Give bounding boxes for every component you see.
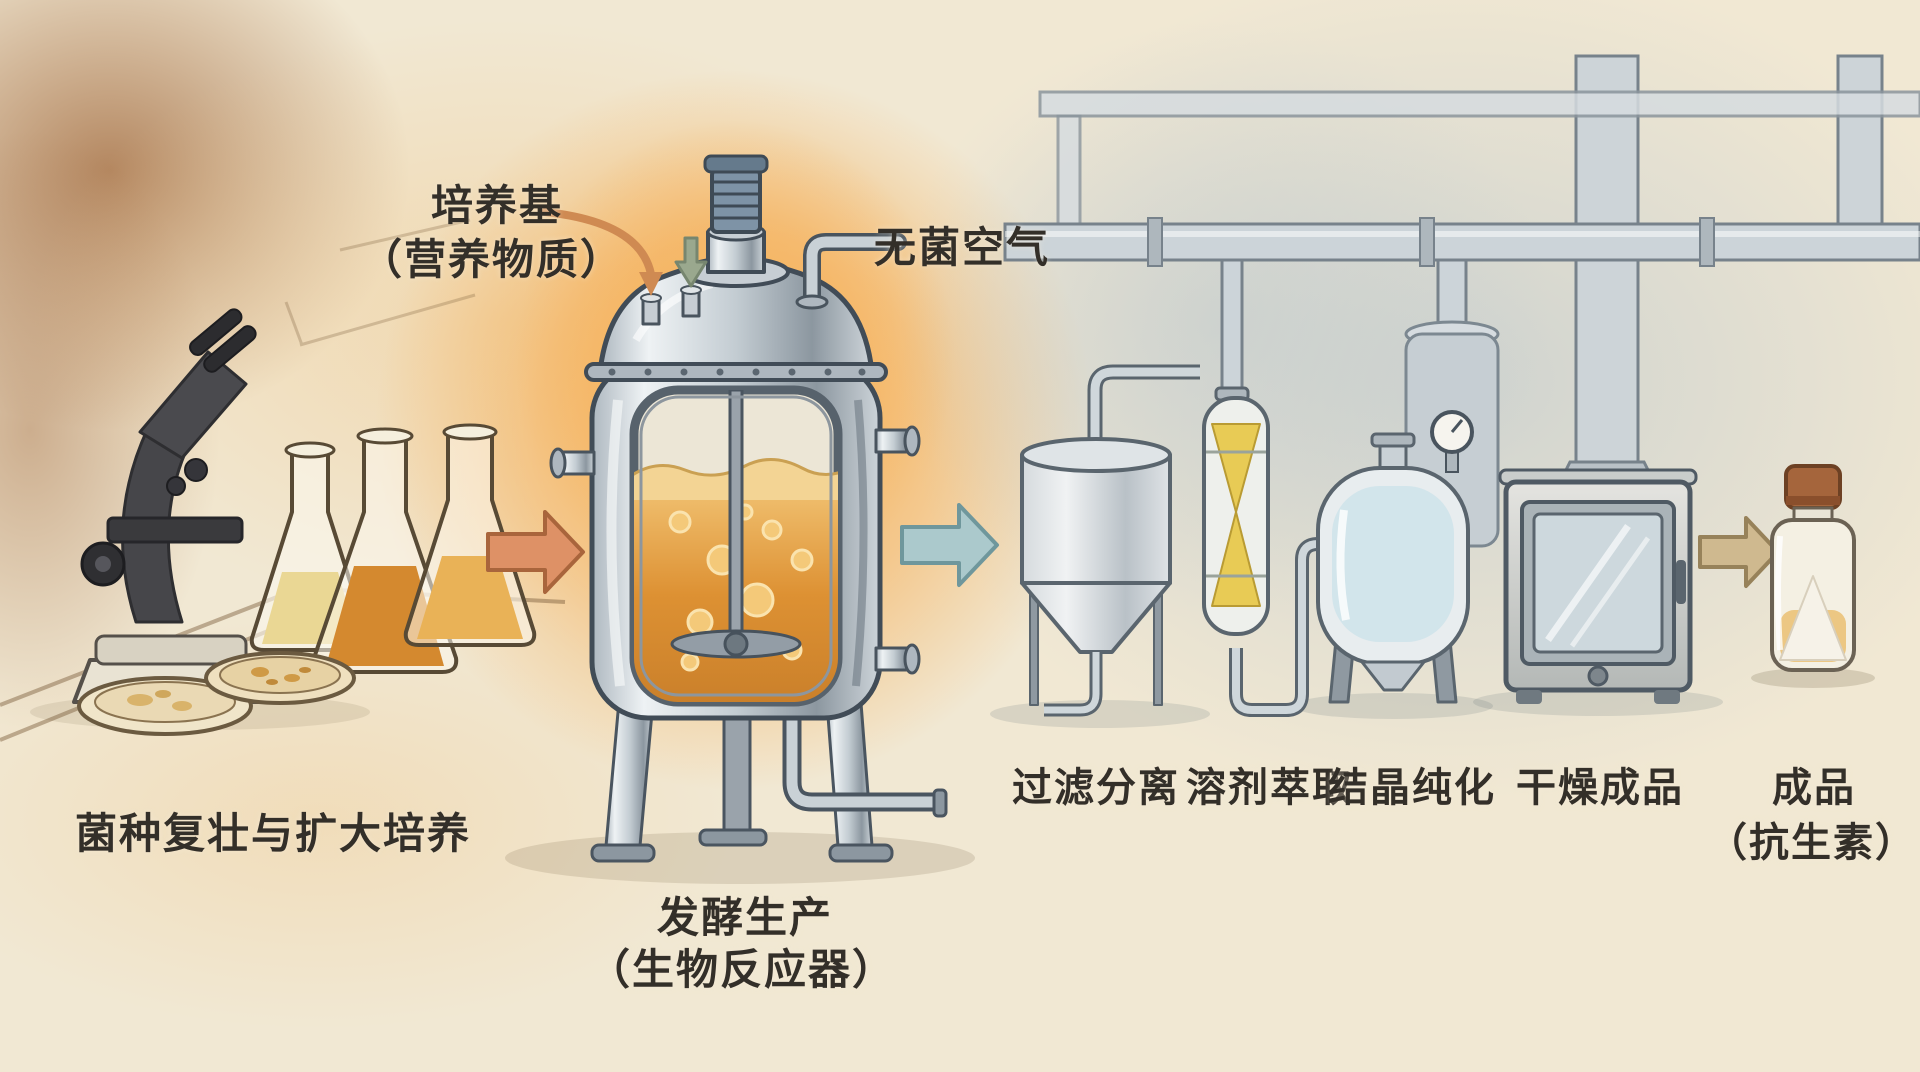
extraction-column [1202, 386, 1330, 717]
oven-handle [1676, 560, 1686, 604]
fermentation-label-line2: （生物反应器） [587, 945, 897, 994]
fermenter-motor [703, 154, 769, 274]
fermenter-inlet-nozzles [640, 285, 702, 326]
sterile-air-label: 无菌空气 [873, 223, 1051, 272]
drying-label: 干燥成品 [1516, 765, 1684, 811]
sterile-air-pipe [795, 233, 907, 310]
culture-medium-label-line2: （营养物质） [359, 235, 625, 284]
arrow-seed-to-fermenter [486, 510, 585, 594]
fermenter-legs [590, 688, 948, 863]
arrow-to-product [1698, 516, 1780, 588]
oven-knob [1587, 665, 1609, 687]
culture-medium-label-line1: 培养基 [430, 181, 564, 230]
background-sketch-lines [284, 218, 476, 347]
vial-powder [1779, 575, 1847, 661]
product-label-line1: 成品 [1772, 765, 1856, 811]
sight-glass [629, 385, 843, 707]
extraction-label: 溶剂萃取 [1186, 765, 1354, 811]
stirrer-shaft [728, 390, 744, 644]
product-vial [1770, 464, 1856, 672]
drying-oven [1498, 468, 1698, 704]
seed-culture-label: 菌种复壮与扩大培养 [75, 809, 472, 858]
fermenter-side-nozzles [549, 425, 921, 675]
flasks [249, 423, 537, 674]
inlet-down-arrow [674, 236, 708, 288]
filter-tank [1020, 364, 1200, 717]
background-pipework [1003, 54, 1920, 548]
petri-dishes [77, 651, 356, 736]
fermenter-dome [584, 256, 888, 382]
crystallizer [1316, 410, 1474, 704]
crystallization-label: 结晶纯化 [1328, 765, 1496, 811]
filtration-label: 过滤分离 [1012, 765, 1180, 811]
bubbles [668, 503, 814, 672]
fermentation-label-line1: 发酵生产 [656, 893, 834, 942]
microscope [72, 308, 274, 704]
arrow-fermenter-to-downstream [900, 503, 999, 587]
medium-feed-arrow [541, 208, 663, 296]
fermenter [541, 154, 948, 863]
product-label-line2: （抗生素） [1707, 820, 1917, 866]
